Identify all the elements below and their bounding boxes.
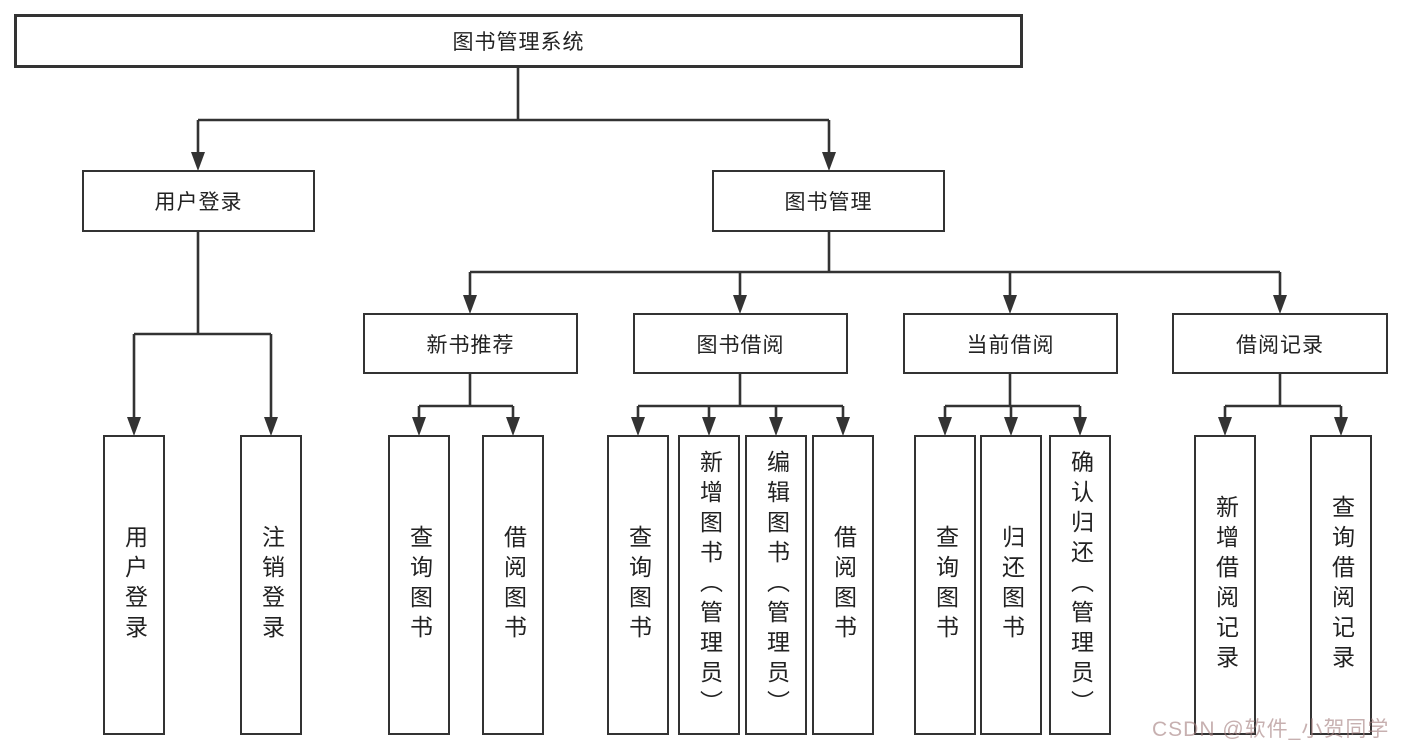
node-leaf-borrow-books-borrowing: 借阅图书 [812, 435, 874, 735]
node-label: 用户登录 [121, 525, 148, 645]
node-system-root: 图书管理系统 [14, 14, 1023, 68]
node-label: 新书推荐 [426, 333, 515, 357]
node-label: 新增图书（管理员） [696, 450, 723, 720]
node-label: 注销登录 [258, 525, 285, 645]
node-leaf-return-books: 归还图书 [980, 435, 1042, 735]
node-label: 图书管理系统 [452, 31, 585, 54]
node-borrowing-records: 借阅记录 [1172, 313, 1388, 374]
node-leaf-confirm-return-admin: 确认归还（管理员） [1049, 435, 1111, 735]
node-new-book-recommend: 新书推荐 [363, 313, 578, 374]
node-label: 当前借阅 [966, 333, 1055, 357]
node-label: 借阅图书 [500, 525, 527, 645]
node-book-management: 图书管理 [712, 170, 945, 232]
node-label: 图书管理 [784, 191, 873, 214]
node-label: 借阅记录 [1236, 333, 1324, 357]
node-label: 新增借阅记录 [1212, 495, 1239, 675]
node-label: 编辑图书（管理员） [763, 450, 790, 720]
node-label: 查询图书 [625, 525, 652, 645]
node-label: 图书借阅 [696, 333, 785, 357]
node-label: 查询图书 [932, 525, 959, 645]
node-leaf-query-books-recommend: 查询图书 [388, 435, 450, 735]
node-label: 查询图书 [406, 525, 433, 645]
node-leaf-query-borrow-record: 查询借阅记录 [1310, 435, 1372, 735]
node-leaf-borrow-books-recommend: 借阅图书 [482, 435, 544, 735]
node-label: 归还图书 [998, 525, 1025, 645]
node-label: 查询借阅记录 [1328, 495, 1355, 675]
node-current-borrowing: 当前借阅 [903, 313, 1118, 374]
node-leaf-logout: 注销登录 [240, 435, 302, 735]
node-leaf-query-books-borrowing: 查询图书 [607, 435, 669, 735]
node-book-borrowing: 图书借阅 [633, 313, 848, 374]
arrowheads [127, 152, 1348, 436]
csdn-watermark: CSDN @软件_小贺同学 [1152, 718, 1390, 741]
node-leaf-add-borrow-record: 新增借阅记录 [1194, 435, 1256, 735]
node-leaf-user-login: 用户登录 [103, 435, 165, 735]
node-user-login-group: 用户登录 [82, 170, 315, 232]
node-leaf-edit-books-admin: 编辑图书（管理员） [745, 435, 807, 735]
node-label: 用户登录 [154, 191, 243, 214]
node-leaf-add-books-admin: 新增图书（管理员） [678, 435, 740, 735]
node-leaf-query-books-current: 查询图书 [914, 435, 976, 735]
node-label: 确认归还（管理员） [1067, 450, 1094, 720]
node-label: 借阅图书 [830, 525, 857, 645]
